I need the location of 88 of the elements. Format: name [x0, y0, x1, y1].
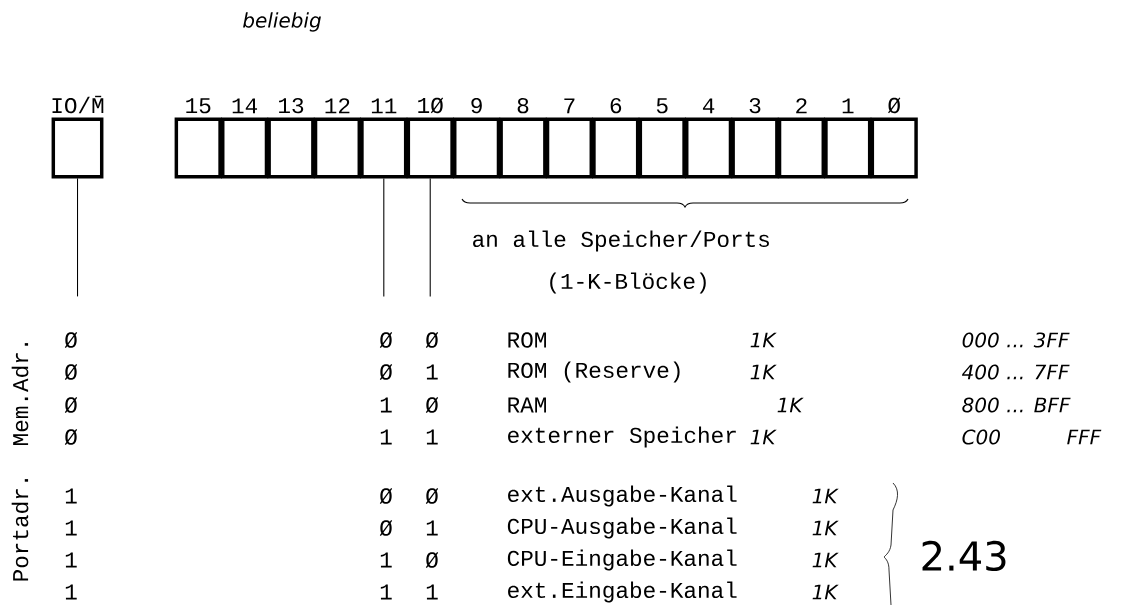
table-text: Ø — [425, 488, 439, 504]
address-bit-cell: 6 — [592, 97, 640, 179]
handwritten-note: 1K — [777, 397, 804, 413]
node-label: 12 — [325, 98, 350, 114]
node-label: 4 — [702, 98, 715, 114]
handwritten-note: 000 ... 3FF — [962, 332, 1070, 348]
table-text: 1 — [65, 488, 77, 504]
address-bit-cell: 9 — [453, 97, 501, 179]
handwritten-note: 1K — [812, 552, 839, 568]
address-bit-cell: 1 — [824, 98, 872, 179]
node-label: 2 — [796, 98, 807, 114]
table-text: Ø — [64, 364, 78, 380]
address-bit-cell: 4 — [685, 98, 733, 179]
table-text: ROM — [508, 332, 546, 348]
table-text: Ø — [379, 332, 393, 348]
node-label: 5 — [656, 98, 668, 114]
node-label: 1Ø — [418, 97, 444, 114]
handwritten-note: 1K — [812, 520, 839, 536]
address-bit-cell: 5 — [638, 98, 686, 179]
address-bit-cell: 2 — [777, 98, 825, 179]
address-bit-cell: 3 — [731, 97, 779, 179]
node-label: 6 — [610, 97, 622, 114]
address-bit-cell: 1Ø — [406, 97, 454, 179]
table-text: 1 — [65, 552, 77, 568]
table-text: Ø — [64, 397, 78, 413]
address-bit-cell: 13 — [267, 97, 315, 179]
annotation-text: (1-K-Blöcke) — [550, 272, 706, 294]
handwritten-note: beliebig — [243, 12, 321, 32]
table-text: 1 — [380, 429, 392, 445]
address-bit-cell: 12 — [313, 98, 361, 179]
annotation-text: an alle Speicher/Ports — [473, 230, 769, 252]
table-text: Ø — [425, 552, 439, 568]
node-label: 11 — [371, 98, 397, 114]
table-text: Ø — [425, 397, 439, 413]
node-label: 14 — [232, 98, 258, 114]
handwritten-note: FFF — [1067, 429, 1102, 445]
table-text: Ø — [64, 429, 78, 445]
table-text: Ø — [379, 520, 393, 536]
node-label: 9 — [471, 97, 482, 114]
node-label: 8 — [517, 97, 529, 114]
address-bit-cell: Ø — [870, 97, 918, 179]
address-bit-cell: 14 — [221, 98, 269, 179]
table-text: Ø — [379, 488, 393, 504]
signal-line — [383, 177, 385, 297]
handwritten-note: 1K — [750, 429, 777, 445]
table-text: 1 — [380, 552, 392, 568]
table-text: 1 — [426, 584, 438, 600]
handwritten-note: 1K — [750, 364, 777, 380]
table-text: ext.Ausgabe-Kanal — [508, 485, 737, 507]
table-text: 1 — [380, 584, 392, 600]
handwritten-note: 400 ... 7FF — [961, 364, 1070, 380]
table-text: Ø — [64, 332, 78, 348]
table-text: 1 — [65, 584, 77, 600]
address-bit-cell: 7 — [545, 98, 593, 179]
node-label: 15 — [186, 98, 211, 114]
table-text: externer Speicher — [508, 426, 736, 448]
node-label: IO/M̄ — [52, 95, 104, 114]
table-text: Ø — [379, 364, 393, 380]
io-memory-bit-cell: IO/M̄ — [51, 95, 104, 179]
table-text: Ø — [425, 332, 439, 348]
table-text: 1 — [426, 520, 438, 536]
table-text: CPU-Ausgabe-Kanal — [507, 517, 737, 539]
handwritten-note: 2.43 — [922, 540, 1006, 572]
table-text: ROM (Reserve) — [508, 361, 680, 383]
table-text: CPU-Eingabe-Kanal — [507, 549, 737, 571]
node-label: Ø — [888, 97, 901, 114]
table-text: 1 — [426, 364, 438, 380]
signal-line — [77, 177, 79, 297]
table-text: 1 — [380, 397, 392, 413]
table-text: ext.Eingabe-Kanal — [508, 581, 737, 603]
node-label: 3 — [749, 97, 761, 114]
address-bit-cell: 8 — [499, 97, 547, 179]
signal-line — [429, 177, 431, 297]
handwritten-note: 1K — [750, 332, 777, 348]
node-label: 7 — [564, 98, 575, 114]
node-label: 1 — [842, 98, 854, 114]
table-text: 1 — [426, 429, 438, 445]
handwritten-note: 800 ... BFF — [962, 397, 1071, 413]
address-bit-cell: 15 — [174, 98, 222, 179]
row-heading: Mem.Adr. — [11, 343, 29, 445]
node-label: 13 — [279, 97, 304, 114]
handwritten-note: 1K — [812, 488, 839, 504]
handwritten-note: C00 — [962, 429, 1000, 445]
table-text: 1 — [65, 520, 77, 536]
address-bit-cell: 11 — [360, 98, 408, 179]
table-text: RAM — [508, 397, 546, 413]
row-heading: Portadr. — [11, 479, 29, 581]
handwritten-note: 1K — [812, 584, 839, 600]
